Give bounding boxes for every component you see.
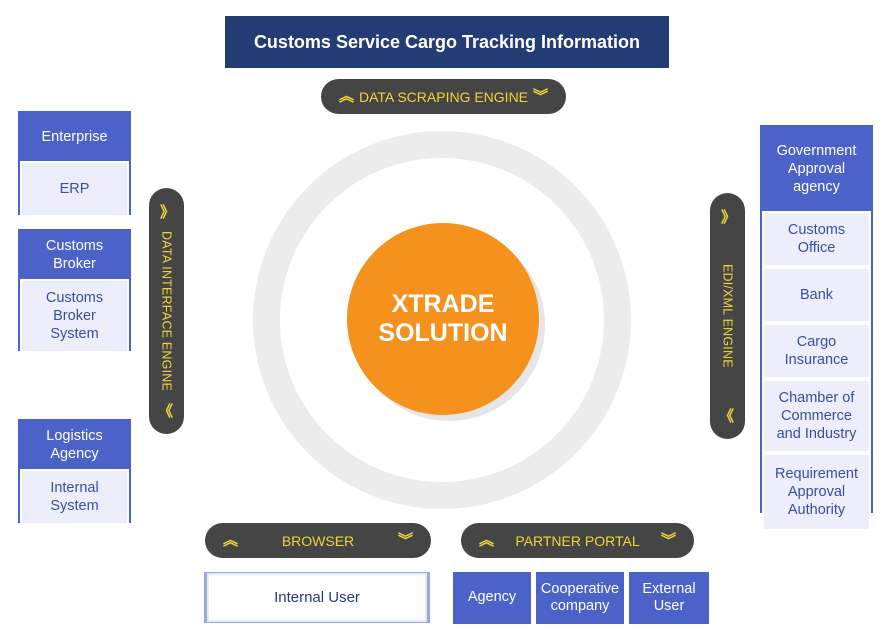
requirement-approval-authority-box: Requirement Approval Authority bbox=[762, 453, 871, 531]
internal-system-box: Internal System bbox=[20, 469, 129, 525]
cargo-insurance-box: Cargo Insurance bbox=[762, 323, 871, 379]
customs-office-box: Customs Office bbox=[762, 211, 871, 267]
internal-user-box: Internal User bbox=[204, 572, 430, 623]
data-interface-engine-pill: ︽ DATA INTERFACE ENGINE ︽ bbox=[149, 188, 184, 434]
double-chevron-up-icon: ︽ bbox=[479, 532, 495, 549]
customs-broker-title: Customs Broker bbox=[45, 237, 104, 272]
data-scraping-engine-label: DATA SCRAPING ENGINE bbox=[358, 88, 529, 105]
double-chevron-down-icon: ︾ bbox=[532, 88, 548, 105]
partner-portal-pill: ︽ PARTNER PORTAL ︾ bbox=[461, 523, 694, 558]
double-chevron-right-icon: ︽ bbox=[157, 203, 175, 220]
double-chevron-up-icon: ︽ bbox=[339, 88, 355, 105]
browser-pill: ︽ BROWSER ︾ bbox=[205, 523, 431, 558]
xtrade-core: XTRADE SOLUTION bbox=[347, 223, 539, 415]
data-interface-engine-label: DATA INTERFACE ENGINE bbox=[159, 230, 174, 391]
government-approval-group: Government Approval agency Customs Offic… bbox=[760, 125, 873, 531]
chamber-of-commerce-box: Chamber of Commerce and Industry bbox=[762, 379, 871, 453]
partner-portal-label: PARTNER PORTAL bbox=[515, 532, 640, 549]
bank-box: Bank bbox=[762, 267, 871, 323]
double-chevron-left-icon: ︽ bbox=[718, 407, 736, 424]
logistics-agency-group: Logistics Agency Internal System bbox=[18, 419, 131, 525]
customs-broker-group: Customs Broker Customs Broker System bbox=[18, 229, 131, 353]
agency-box: Agency bbox=[453, 572, 531, 624]
government-approval-title: Government Approval agency bbox=[776, 142, 857, 196]
cooperative-company-box: Cooperative company bbox=[536, 572, 624, 624]
page-title: Customs Service Cargo Tracking Informati… bbox=[225, 16, 669, 68]
edi-xml-engine-label: EDI/XML ENGINE bbox=[720, 264, 735, 368]
customs-broker-system-box: Customs Broker System bbox=[20, 279, 129, 353]
external-user-box: External User bbox=[629, 572, 709, 624]
internal-user-label: Internal User bbox=[207, 573, 427, 622]
enterprise-group: Enterprise ERP bbox=[18, 111, 131, 217]
enterprise-title: Enterprise bbox=[41, 128, 108, 145]
core-line-1: XTRADE bbox=[391, 289, 495, 318]
double-chevron-down-icon: ︾ bbox=[660, 532, 676, 549]
logistics-agency-title: Logistics Agency bbox=[46, 427, 103, 462]
double-chevron-down-icon: ︾ bbox=[397, 532, 413, 549]
erp-box: ERP bbox=[20, 161, 129, 217]
double-chevron-up-icon: ︽ bbox=[223, 532, 239, 549]
double-chevron-left-icon: ︽ bbox=[157, 402, 175, 419]
data-scraping-engine-pill: ︽ DATA SCRAPING ENGINE ︾ bbox=[321, 79, 566, 114]
edi-xml-engine-pill: ︽ EDI/XML ENGINE ︽ bbox=[710, 193, 745, 439]
core-line-2: SOLUTION bbox=[378, 319, 508, 347]
browser-label: BROWSER bbox=[281, 532, 355, 549]
double-chevron-right-icon: ︽ bbox=[718, 208, 736, 225]
